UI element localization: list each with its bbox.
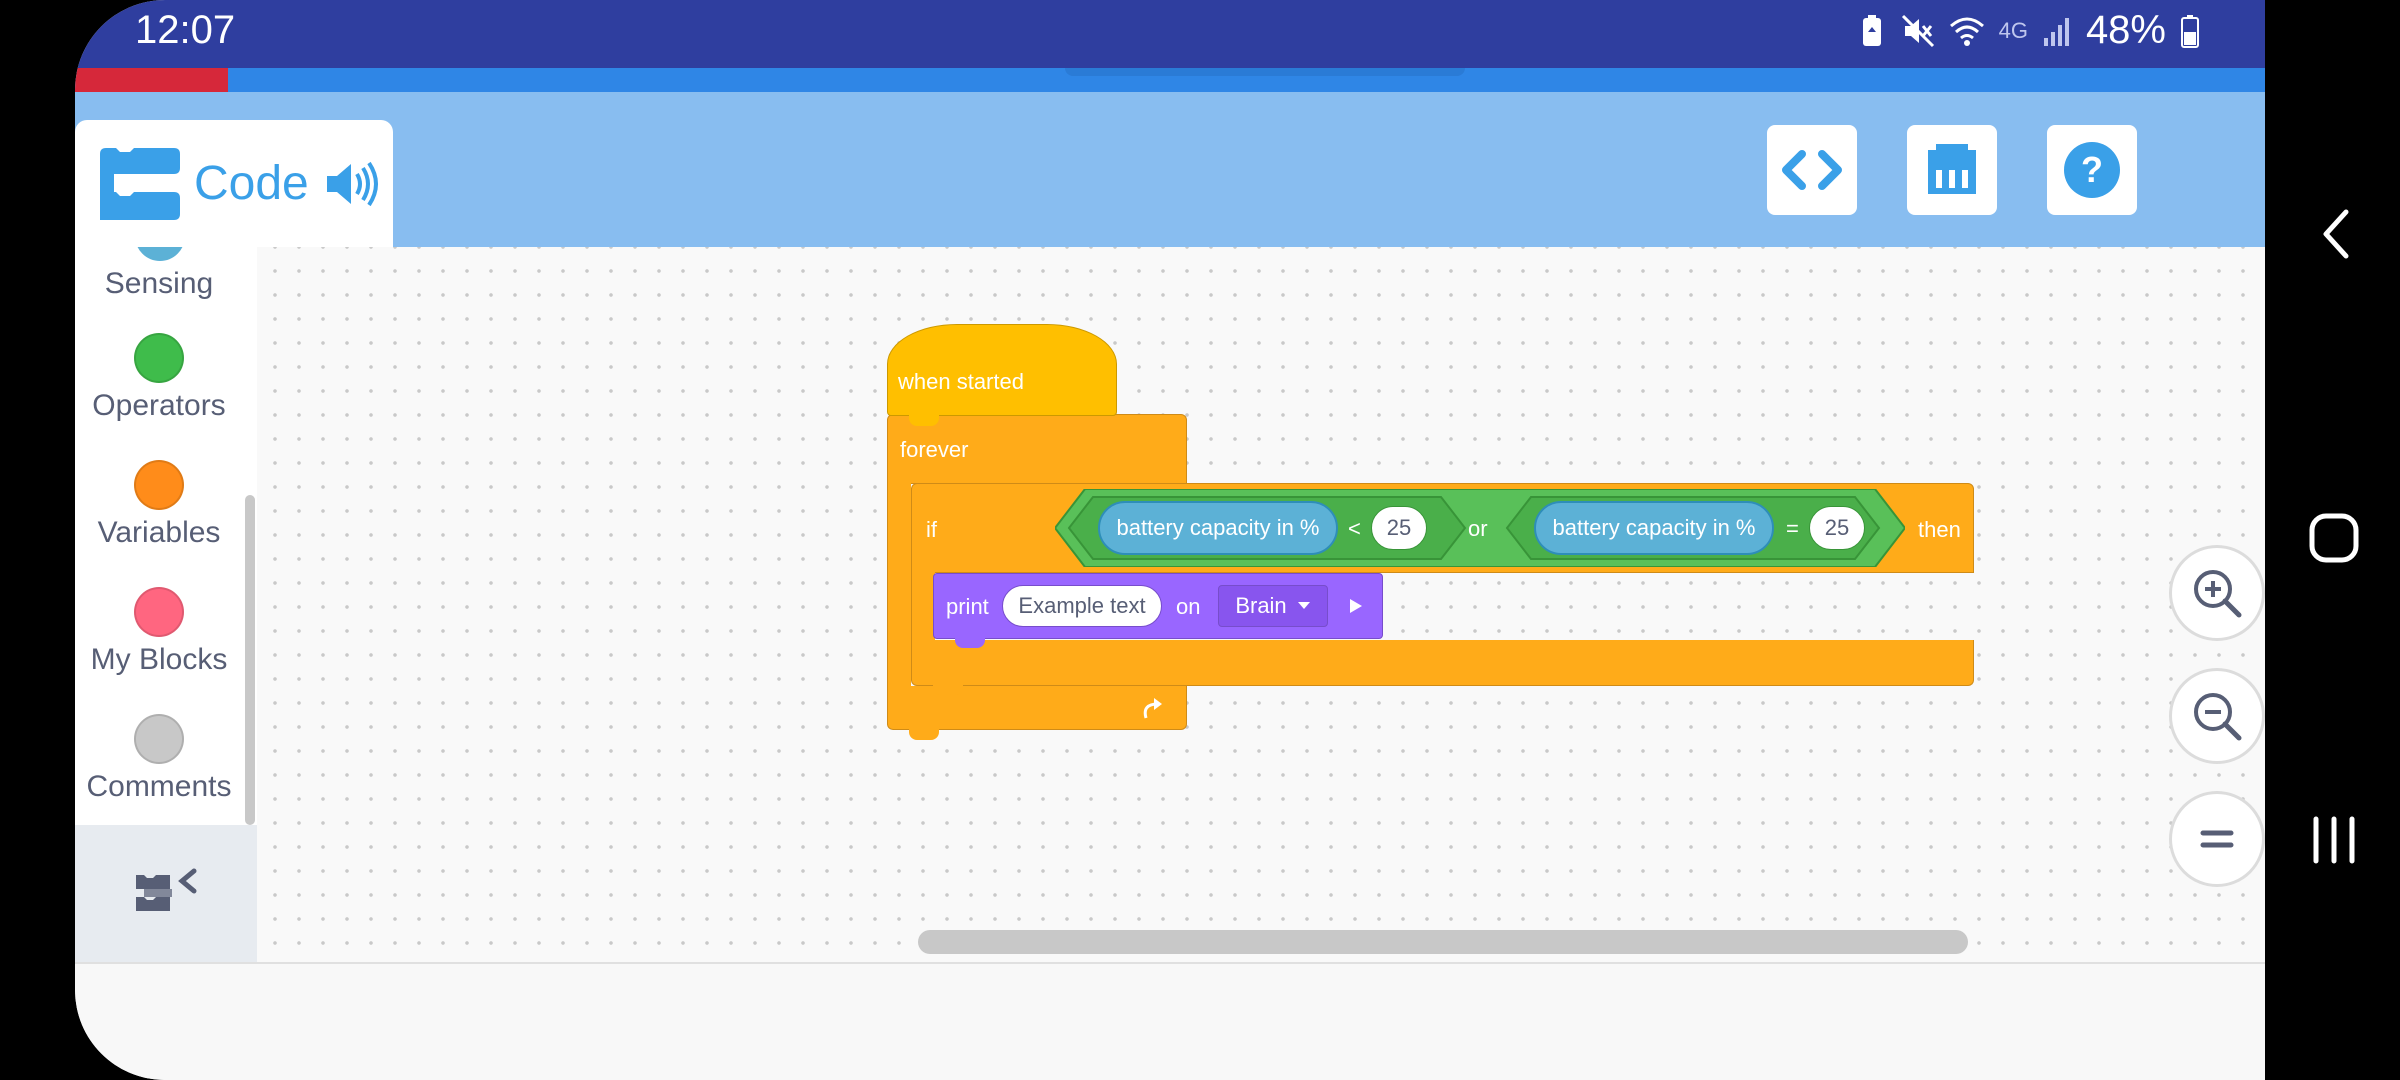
category-dot	[134, 587, 184, 637]
signal-icon	[2043, 17, 2069, 46]
code-tab[interactable]: Code	[75, 120, 393, 247]
if-block-arm	[911, 572, 935, 642]
compare-value-input[interactable]: 25	[1809, 506, 1865, 550]
status-icons: 4G 48%	[1857, 8, 2200, 53]
horizontal-scrollbar[interactable]	[918, 930, 1968, 954]
wifi-icon	[1949, 17, 1984, 46]
zoom-out-button[interactable]	[2169, 668, 2265, 764]
device-icon	[1928, 144, 1976, 194]
compare-value-input[interactable]: 25	[1371, 506, 1427, 550]
home-nav-icon[interactable]	[2308, 512, 2360, 564]
bottom-area	[75, 962, 2265, 1080]
if-label: if	[926, 517, 937, 542]
header-bar: Code	[75, 92, 2265, 247]
print-label: print	[946, 594, 989, 619]
blocks-icon	[100, 147, 180, 220]
print-block[interactable]: print Example text on Brain	[933, 573, 1383, 639]
code-workspace[interactable]	[257, 247, 2265, 962]
progress-fill	[75, 68, 229, 92]
code-tab-label: Code	[194, 157, 309, 210]
block-notch	[933, 685, 963, 695]
target-value: Brain	[1235, 593, 1287, 618]
category-label: Operators	[92, 389, 226, 422]
category-sensing[interactable]: Sensing	[75, 261, 243, 301]
zoom-reset-button[interactable]	[2169, 791, 2265, 887]
loop-arrow-icon	[1143, 698, 1162, 719]
less-than-operator: <	[1348, 516, 1361, 541]
category-my-blocks[interactable]: My Blocks	[75, 587, 243, 677]
category-dot	[134, 333, 184, 383]
code-view-button[interactable]	[1767, 125, 1857, 215]
chevron-down-icon	[1297, 602, 1310, 609]
forever-label: forever	[900, 437, 969, 462]
forever-block-arm	[887, 482, 911, 687]
zoom-out-icon	[2194, 693, 2242, 741]
category-variables[interactable]: Variables	[75, 460, 243, 550]
block-notch	[955, 638, 985, 648]
zoom-in-button[interactable]	[2169, 545, 2265, 641]
target-dropdown[interactable]: Brain	[1218, 585, 1328, 627]
category-comments[interactable]: Comments	[75, 714, 243, 804]
category-dot-partial	[135, 247, 185, 261]
back-nav-icon[interactable]	[2318, 208, 2352, 260]
battery-capacity-reporter[interactable]: battery capacity in %	[1098, 501, 1338, 555]
category-label: Sensing	[104, 267, 214, 300]
reporter-label: battery capacity in %	[1116, 515, 1320, 540]
zoom-in-icon	[2194, 570, 2242, 618]
play-triangle-icon[interactable]	[1349, 598, 1363, 614]
battery-percent: 48%	[2085, 8, 2166, 52]
if-block-bottom	[911, 640, 1974, 686]
app-screen: 12:07 4G 48% Code	[75, 0, 2265, 1080]
print-text: Example text	[1018, 593, 1146, 618]
or-label: or	[1468, 516, 1488, 541]
status-bar: 12:07 4G 48%	[75, 0, 2265, 68]
recents-nav-icon[interactable]	[2308, 815, 2360, 865]
mute-icon	[1901, 14, 1934, 47]
equals-operator: =	[1786, 516, 1799, 541]
svg-text:?: ?	[2081, 149, 2103, 190]
forever-block[interactable]: forever	[887, 414, 1187, 484]
when-started-label: when started	[898, 369, 1024, 394]
category-operators[interactable]: Operators	[75, 333, 243, 423]
forever-block-bottom	[887, 686, 1187, 730]
compare-value: 25	[1386, 515, 1412, 540]
category-label: My Blocks	[90, 643, 228, 676]
reporter-label: battery capacity in %	[1552, 515, 1756, 540]
collapse-palette-button[interactable]	[75, 825, 257, 965]
print-text-input[interactable]: Example text	[1002, 585, 1162, 627]
category-label: Comments	[86, 770, 232, 803]
block-notch	[909, 728, 939, 740]
help-icon: ?	[2064, 142, 2120, 198]
battery-saver-icon	[1862, 14, 1881, 46]
category-scrollbar[interactable]	[245, 495, 255, 825]
category-label: Variables	[97, 516, 221, 549]
battery-capacity-reporter[interactable]: battery capacity in %	[1534, 501, 1774, 555]
on-label: on	[1176, 594, 1201, 619]
collapse-blocks-icon	[136, 868, 197, 911]
battery-icon	[2181, 14, 2199, 48]
network-type: 4G	[1998, 17, 2028, 43]
speaker-icon[interactable]	[323, 160, 379, 208]
compare-value: 25	[1824, 515, 1850, 540]
when-started-block[interactable]: when started	[887, 324, 1117, 416]
status-time: 12:07	[135, 8, 236, 52]
drag-handle[interactable]	[1065, 68, 1465, 76]
category-dot	[134, 460, 184, 510]
zoom-reset-icon	[2200, 830, 2234, 848]
help-button[interactable]: ?	[2047, 125, 2137, 215]
then-label: then	[1918, 517, 1961, 542]
block-notch	[909, 414, 939, 426]
device-button[interactable]	[1907, 125, 1997, 215]
code-view-icon	[1782, 150, 1842, 190]
category-dot	[134, 714, 184, 764]
